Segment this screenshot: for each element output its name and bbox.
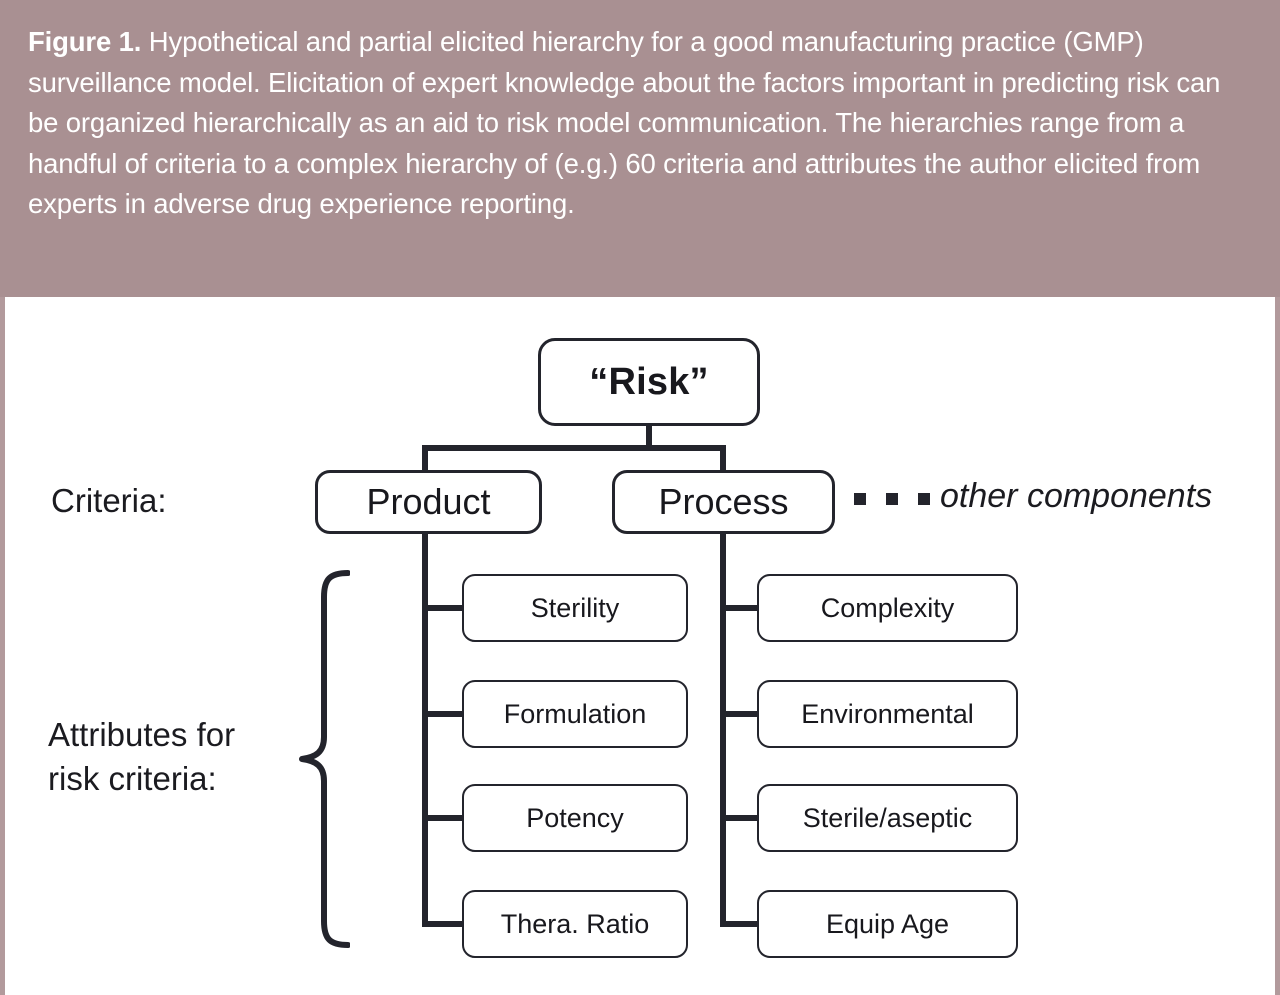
connector-product-branch-2: [422, 711, 465, 717]
node-potency-label: Potency: [526, 802, 624, 833]
connector-process-branch-3: [720, 815, 760, 821]
node-sterility[interactable]: Sterility: [462, 574, 688, 642]
node-equip-age[interactable]: Equip Age: [757, 890, 1018, 958]
connector-process-branch-2: [720, 711, 760, 717]
connector-product-branch-3: [422, 815, 465, 821]
node-risk-label: “Risk”: [589, 360, 709, 403]
figure-body: “Risk” Product Process Sterility Formula…: [0, 297, 1280, 995]
node-formulation-label: Formulation: [503, 698, 647, 729]
connector-process-branch-4: [720, 921, 760, 927]
hierarchy-diagram: “Risk” Product Process Sterility Formula…: [5, 297, 1280, 995]
ellipsis-dots-icon: [854, 493, 930, 505]
other-components-label: other components: [940, 477, 1213, 515]
figure-caption-text: Figure 1. Hypothetical and partial elici…: [28, 22, 1246, 225]
node-potency[interactable]: Potency: [462, 784, 688, 852]
figure-number-label: Figure 1.: [28, 26, 142, 57]
node-thera-ratio[interactable]: Thera. Ratio: [462, 890, 688, 958]
node-complexity[interactable]: Complexity: [757, 574, 1018, 642]
node-risk[interactable]: “Risk”: [538, 338, 760, 426]
connector-product-drop: [422, 445, 428, 473]
node-process[interactable]: Process: [612, 470, 835, 534]
node-sterile-aseptic-label: Sterile/aseptic: [802, 802, 973, 833]
connector-product-branch-1: [422, 605, 465, 611]
node-complexity-label: Complexity: [820, 592, 955, 623]
curly-brace-icon: [299, 570, 350, 948]
connector-process-trunk: [720, 531, 726, 923]
node-product[interactable]: Product: [315, 470, 542, 534]
figure-caption-band: Figure 1. Hypothetical and partial elici…: [0, 0, 1280, 297]
node-equip-age-label: Equip Age: [825, 908, 950, 939]
figure-caption-body: Hypothetical and partial elicited hierar…: [28, 26, 1221, 219]
connector-criteria-bus: [422, 445, 726, 451]
node-sterile-aseptic[interactable]: Sterile/aseptic: [757, 784, 1018, 852]
ellipsis-dot-3: [918, 493, 930, 505]
node-sterility-label: Sterility: [530, 592, 620, 623]
connector-process-branch-1: [720, 605, 760, 611]
node-thera-ratio-label: Thera. Ratio: [500, 908, 650, 939]
connector-process-drop: [720, 445, 726, 473]
row-label-attributes: Attributes for risk criteria:: [48, 716, 236, 797]
ellipsis-dot-1: [854, 493, 866, 505]
row-label-criteria: Criteria:: [51, 482, 167, 519]
node-process-label: Process: [658, 481, 789, 522]
ellipsis-dot-2: [886, 493, 898, 505]
node-environmental-label: Environmental: [801, 698, 974, 729]
connector-product-branch-4: [422, 921, 465, 927]
node-formulation[interactable]: Formulation: [462, 680, 688, 748]
node-environmental[interactable]: Environmental: [757, 680, 1018, 748]
node-product-label: Product: [366, 481, 491, 522]
connector-product-trunk: [422, 531, 428, 923]
connector-risk-stem: [646, 423, 652, 449]
